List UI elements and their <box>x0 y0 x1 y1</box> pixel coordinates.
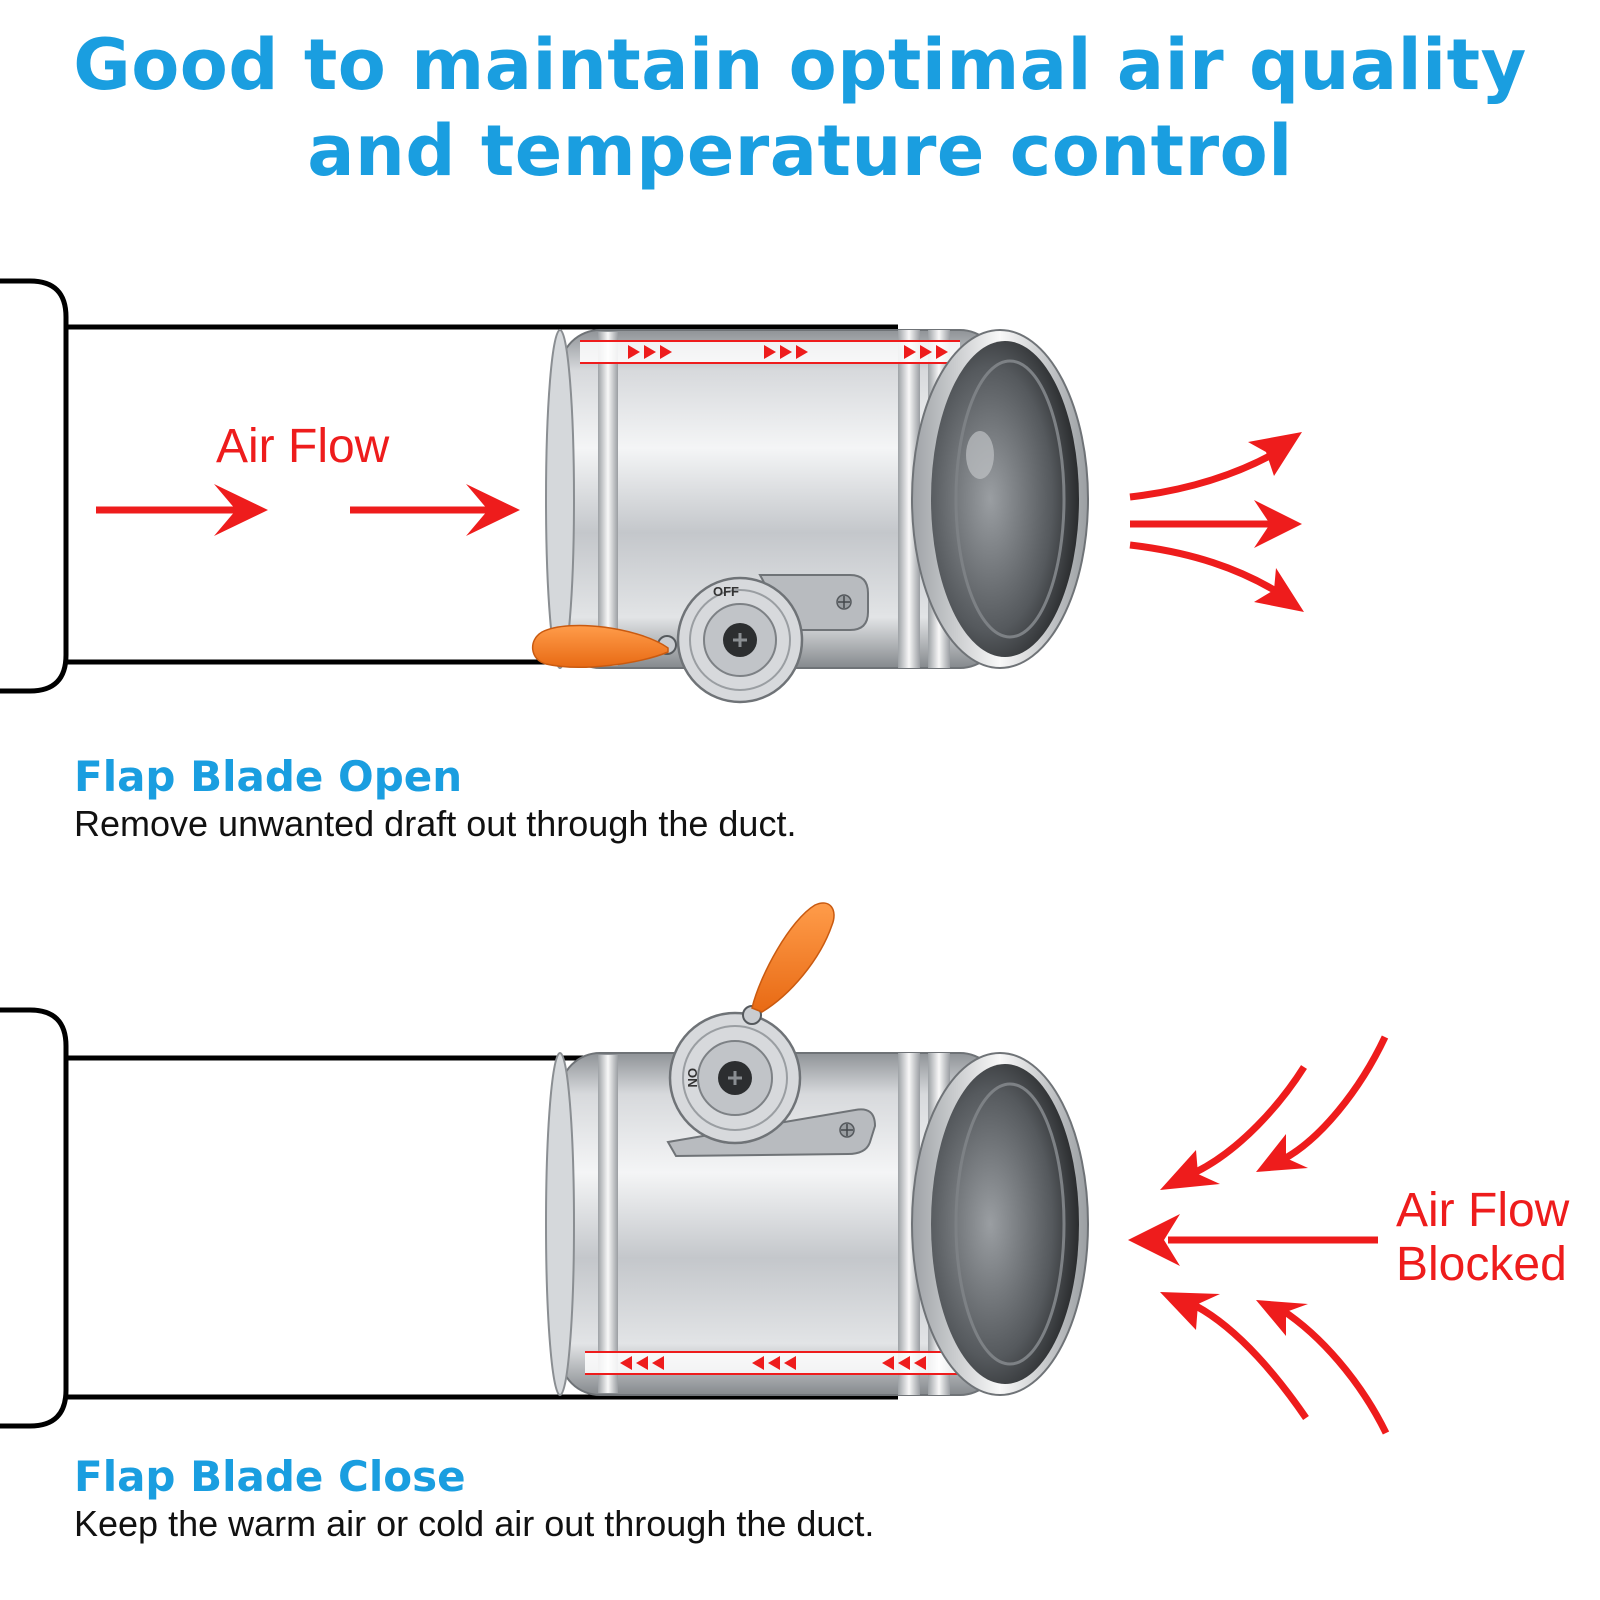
dial-label-off: OFF <box>713 584 739 599</box>
airflow-out-lower <box>1129 541 1286 599</box>
dial-mechanism-closed: ON <box>666 1005 877 1158</box>
blocked-arrow-upper-outer <box>1280 1035 1389 1164</box>
headline-line-2: and temperature control <box>307 110 1293 192</box>
airflow-arrow-2-head <box>466 484 520 536</box>
blocked-label-line-1: Air Flow <box>1396 1184 1570 1237</box>
blocked-arrow-lower-outer <box>1280 1307 1390 1435</box>
headline-line-1: Good to maintain optimal air quality <box>73 24 1527 106</box>
open-caption-description: Remove unwanted draft out through the du… <box>74 803 797 844</box>
headline: Good to maintain optimal air quality and… <box>0 22 1600 194</box>
airflow-in-arrows <box>96 484 520 536</box>
airflow-arrow-1-head <box>214 484 268 536</box>
open-panel: OFF Air Flow <box>0 278 1304 704</box>
dial-label-on: ON <box>685 1068 700 1088</box>
blocked-arrow-upper-inner <box>1194 1065 1307 1176</box>
band-arrows-left <box>620 1356 926 1370</box>
handle-closed[interactable] <box>751 902 835 1013</box>
blocked-arrow-lower-inner <box>1194 1302 1309 1420</box>
closed-caption-description: Keep the warm air or cold air out throug… <box>74 1503 875 1544</box>
airflow-out-arrows <box>1129 444 1286 599</box>
handle-open[interactable] <box>532 624 669 668</box>
open-caption: Flap Blade Open Remove unwanted draft ou… <box>74 752 1474 846</box>
airflow-blocked-heads <box>1128 1134 1308 1336</box>
damper-body-open <box>545 329 1089 669</box>
airflow-blocked-arrows <box>1168 1035 1390 1435</box>
blocked-label-line-2: Blocked <box>1396 1238 1567 1291</box>
damper-body-closed <box>545 1052 1089 1396</box>
closed-panel: ON Air Flow Blocked <box>0 902 1570 1435</box>
closed-caption: Flap Blade Close Keep the warm air or co… <box>74 1452 1474 1546</box>
airflow-label: Air Flow <box>216 420 390 473</box>
airflow-out-upper <box>1129 444 1286 501</box>
closed-caption-title: Flap Blade Close <box>74 1452 466 1501</box>
band-arrows-right <box>628 345 948 359</box>
open-caption-title: Flap Blade Open <box>74 752 463 801</box>
airflow-out-heads <box>1248 432 1304 612</box>
